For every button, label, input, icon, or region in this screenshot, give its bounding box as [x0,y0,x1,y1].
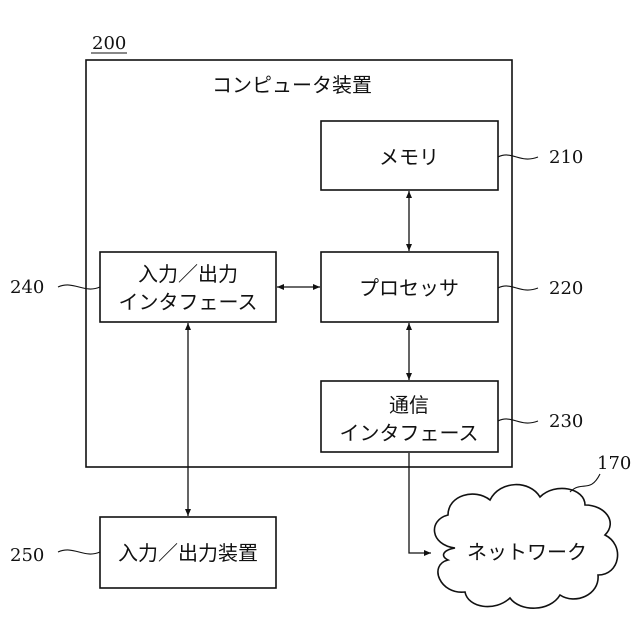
comm-interface-label-line1: 通信 [389,393,429,417]
memory-label: メモリ [379,145,439,169]
processor-ref-label: 220 [549,278,583,299]
comm-interface-ref-label: 230 [549,411,583,432]
io-device-leader-line [58,550,100,554]
network-ref-label: 170 [597,453,631,474]
computer-device-title: コンピュータ装置 [212,73,372,97]
io-device-label: 入力／出力装置 [118,541,258,565]
network-label: ネットワーク [467,540,587,564]
io-interface-ref-label: 240 [10,277,44,298]
io-device-ref-label: 250 [10,545,44,566]
memory-ref-label: 210 [549,147,583,168]
comm-interface-label-line2: インタフェース [340,421,479,445]
comm-network-arrow [409,453,431,553]
computer-ref-label: 200 [92,33,126,54]
io-interface-label-line1: 入力／出力 [138,262,238,286]
processor-label: プロセッサ [359,276,459,300]
network-leader-line [570,474,600,492]
io-interface-label-line2: インタフェース [119,290,258,314]
